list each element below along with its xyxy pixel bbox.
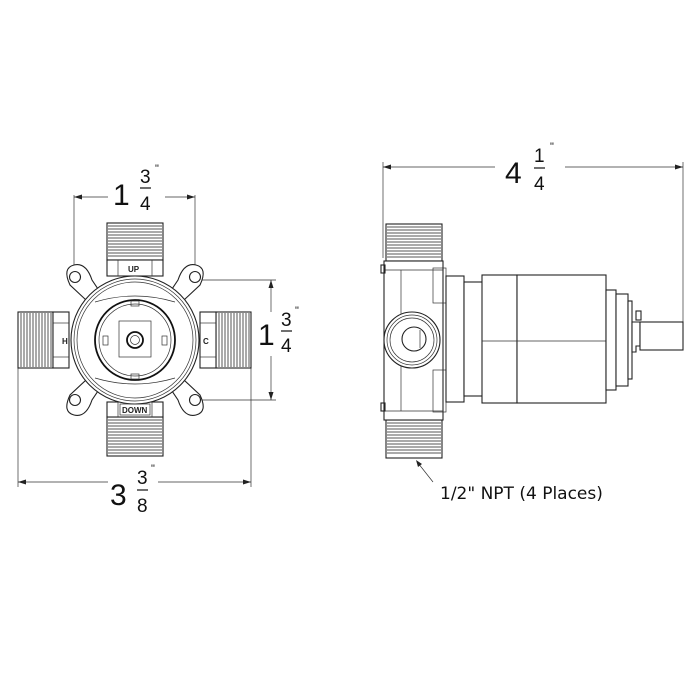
side-valve-body bbox=[380, 260, 447, 421]
dim-numerator: 1 bbox=[534, 146, 545, 167]
dim-denominator: 4 bbox=[281, 336, 292, 357]
dim-numerator: 3 bbox=[140, 167, 151, 188]
dimension-overall-depth: 4 1 4 " bbox=[382, 141, 684, 322]
port-right-threads bbox=[215, 311, 252, 369]
port-top-threads bbox=[106, 222, 164, 261]
side-port-bottom-threads bbox=[385, 419, 443, 459]
label-down: DOWN bbox=[122, 406, 148, 415]
dimension-right-height: 1 3 4 " bbox=[200, 279, 299, 401]
valve-body bbox=[70, 275, 200, 405]
dim-denominator: 4 bbox=[140, 194, 151, 215]
dim-unit: " bbox=[151, 463, 155, 475]
npt-note: 1/2" NPT (4 Places) bbox=[440, 484, 603, 504]
valve-stem bbox=[631, 310, 684, 353]
mounting-ear-tr bbox=[169, 264, 204, 301]
dim-unit: " bbox=[295, 305, 299, 317]
side-port-top-threads bbox=[385, 223, 443, 262]
cartridge-body bbox=[445, 274, 633, 404]
side-view: 4 1 4 " bbox=[380, 141, 684, 504]
dimension-top-width: 1 3 4 " bbox=[73, 163, 196, 268]
dim-unit: " bbox=[155, 163, 159, 175]
dim-whole: 4 bbox=[505, 157, 522, 190]
npt-callout: 1/2" NPT (4 Places) bbox=[416, 460, 603, 504]
mounting-ear-bl bbox=[66, 379, 101, 416]
dimension-overall-width: 3 3 8 " bbox=[17, 312, 252, 517]
mounting-ear-tl bbox=[66, 264, 101, 301]
dim-denominator: 4 bbox=[534, 174, 545, 195]
port-bottom-threads bbox=[106, 416, 164, 457]
dim-numerator: 3 bbox=[137, 468, 148, 489]
dim-whole: 1 bbox=[258, 319, 275, 352]
label-hot: H bbox=[62, 337, 68, 346]
dim-whole: 3 bbox=[110, 479, 127, 512]
dim-numerator: 3 bbox=[281, 310, 292, 331]
label-cold: C bbox=[203, 337, 209, 346]
dim-whole: 1 bbox=[113, 179, 130, 212]
label-up: UP bbox=[128, 265, 140, 274]
dim-unit: " bbox=[550, 141, 554, 153]
port-left-threads bbox=[17, 311, 54, 369]
dim-denominator: 8 bbox=[137, 496, 148, 517]
front-view: 1 3 4 " 1 3 4 " 3 bbox=[17, 163, 299, 517]
mounting-ear-br bbox=[169, 379, 204, 416]
